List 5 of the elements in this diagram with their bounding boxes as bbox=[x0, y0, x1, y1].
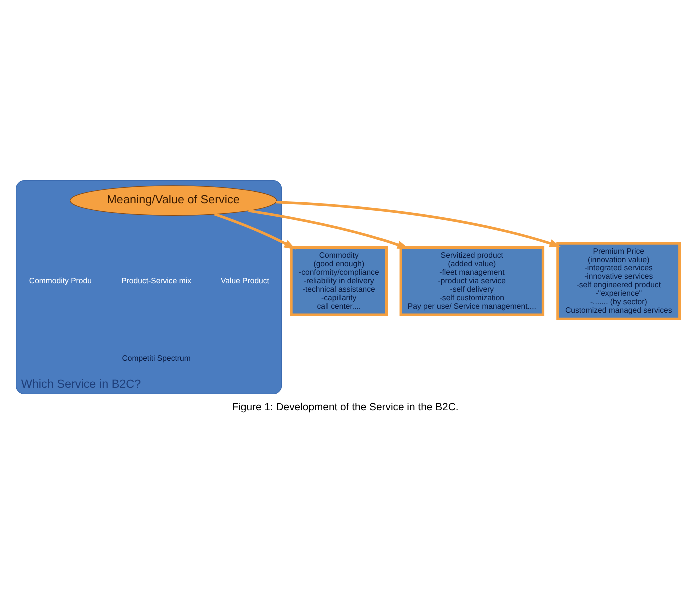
arrow bbox=[214, 213, 296, 250]
caption: Figure 1: Development of the Service in the B2C. bbox=[232, 402, 459, 414]
arrow bbox=[248, 210, 410, 250]
node-ellipse: Meaning/Value of Service bbox=[70, 186, 278, 216]
arrow bbox=[276, 201, 562, 248]
